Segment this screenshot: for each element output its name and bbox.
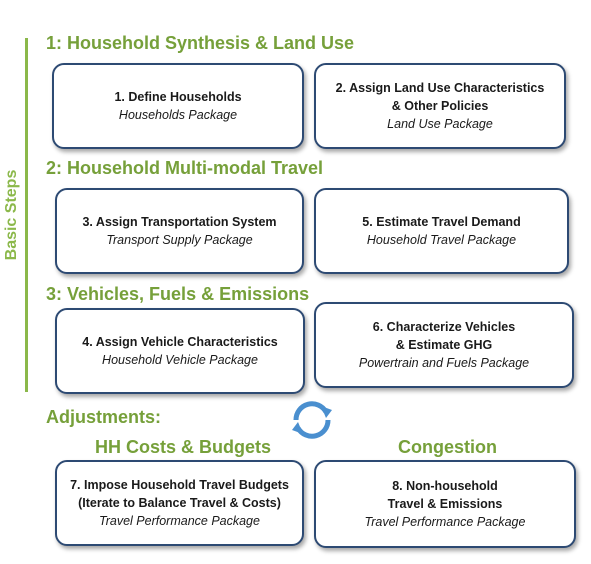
side-label: Basic Steps [3,169,20,261]
section-title-3: 3: Vehicles, Fuels & Emissions [46,284,310,304]
congestion-title: Congestion [398,437,497,457]
step-title: 4. Assign Vehicle Characteristics [82,335,278,349]
step-card-1: 1. Define Households Households Package [52,63,304,149]
step-title: 6. Characterize Vehicles & Estimate GHG [372,320,516,352]
step-title: 2. Assign Land Use Characteristics & Oth… [335,81,545,113]
step-card-8: 8. Non-household Travel & Emissions Trav… [314,460,576,548]
step-package: Households Package [118,108,238,122]
step-package: Powertrain and Fuels Package [358,356,530,370]
step-package: Travel Performance Package [364,515,526,529]
step-package: Land Use Package [387,117,493,131]
step-card-6: 6. Characterize Vehicles & Estimate GHG … [314,302,574,388]
step-title: 8. Non-household Travel & Emissions [387,479,503,511]
step-title: 5. Estimate Travel Demand [362,215,521,229]
hh-costs-title: HH Costs & Budgets [95,437,272,457]
step-package: Transport Supply Package [106,233,253,247]
adjustments-title: Adjustments: [46,407,162,427]
step-package: Household Travel Package [366,233,517,247]
step-card-5: 5. Estimate Travel Demand Household Trav… [314,188,569,274]
step-package: Travel Performance Package [99,514,260,528]
step-title: 1. Define Households [114,90,242,104]
side-divider [25,38,28,392]
step-card-2: 2. Assign Land Use Characteristics & Oth… [314,63,566,149]
step-card-4: 4. Assign Vehicle Characteristics Househ… [55,308,305,394]
step-card-7: 7. Impose Household Travel Budgets (Iter… [55,460,304,546]
step-title: 3. Assign Transportation System [82,215,277,229]
step-package: Household Vehicle Package [102,353,258,367]
section-title-2: 2: Household Multi-modal Travel [46,158,324,178]
step-card-3: 3. Assign Transportation System Transpor… [55,188,304,274]
step-title: 7. Impose Household Travel Budgets (Iter… [70,478,289,510]
section-title-1: 1: Household Synthesis & Land Use [46,33,355,53]
refresh-cycle-icon [292,401,332,439]
